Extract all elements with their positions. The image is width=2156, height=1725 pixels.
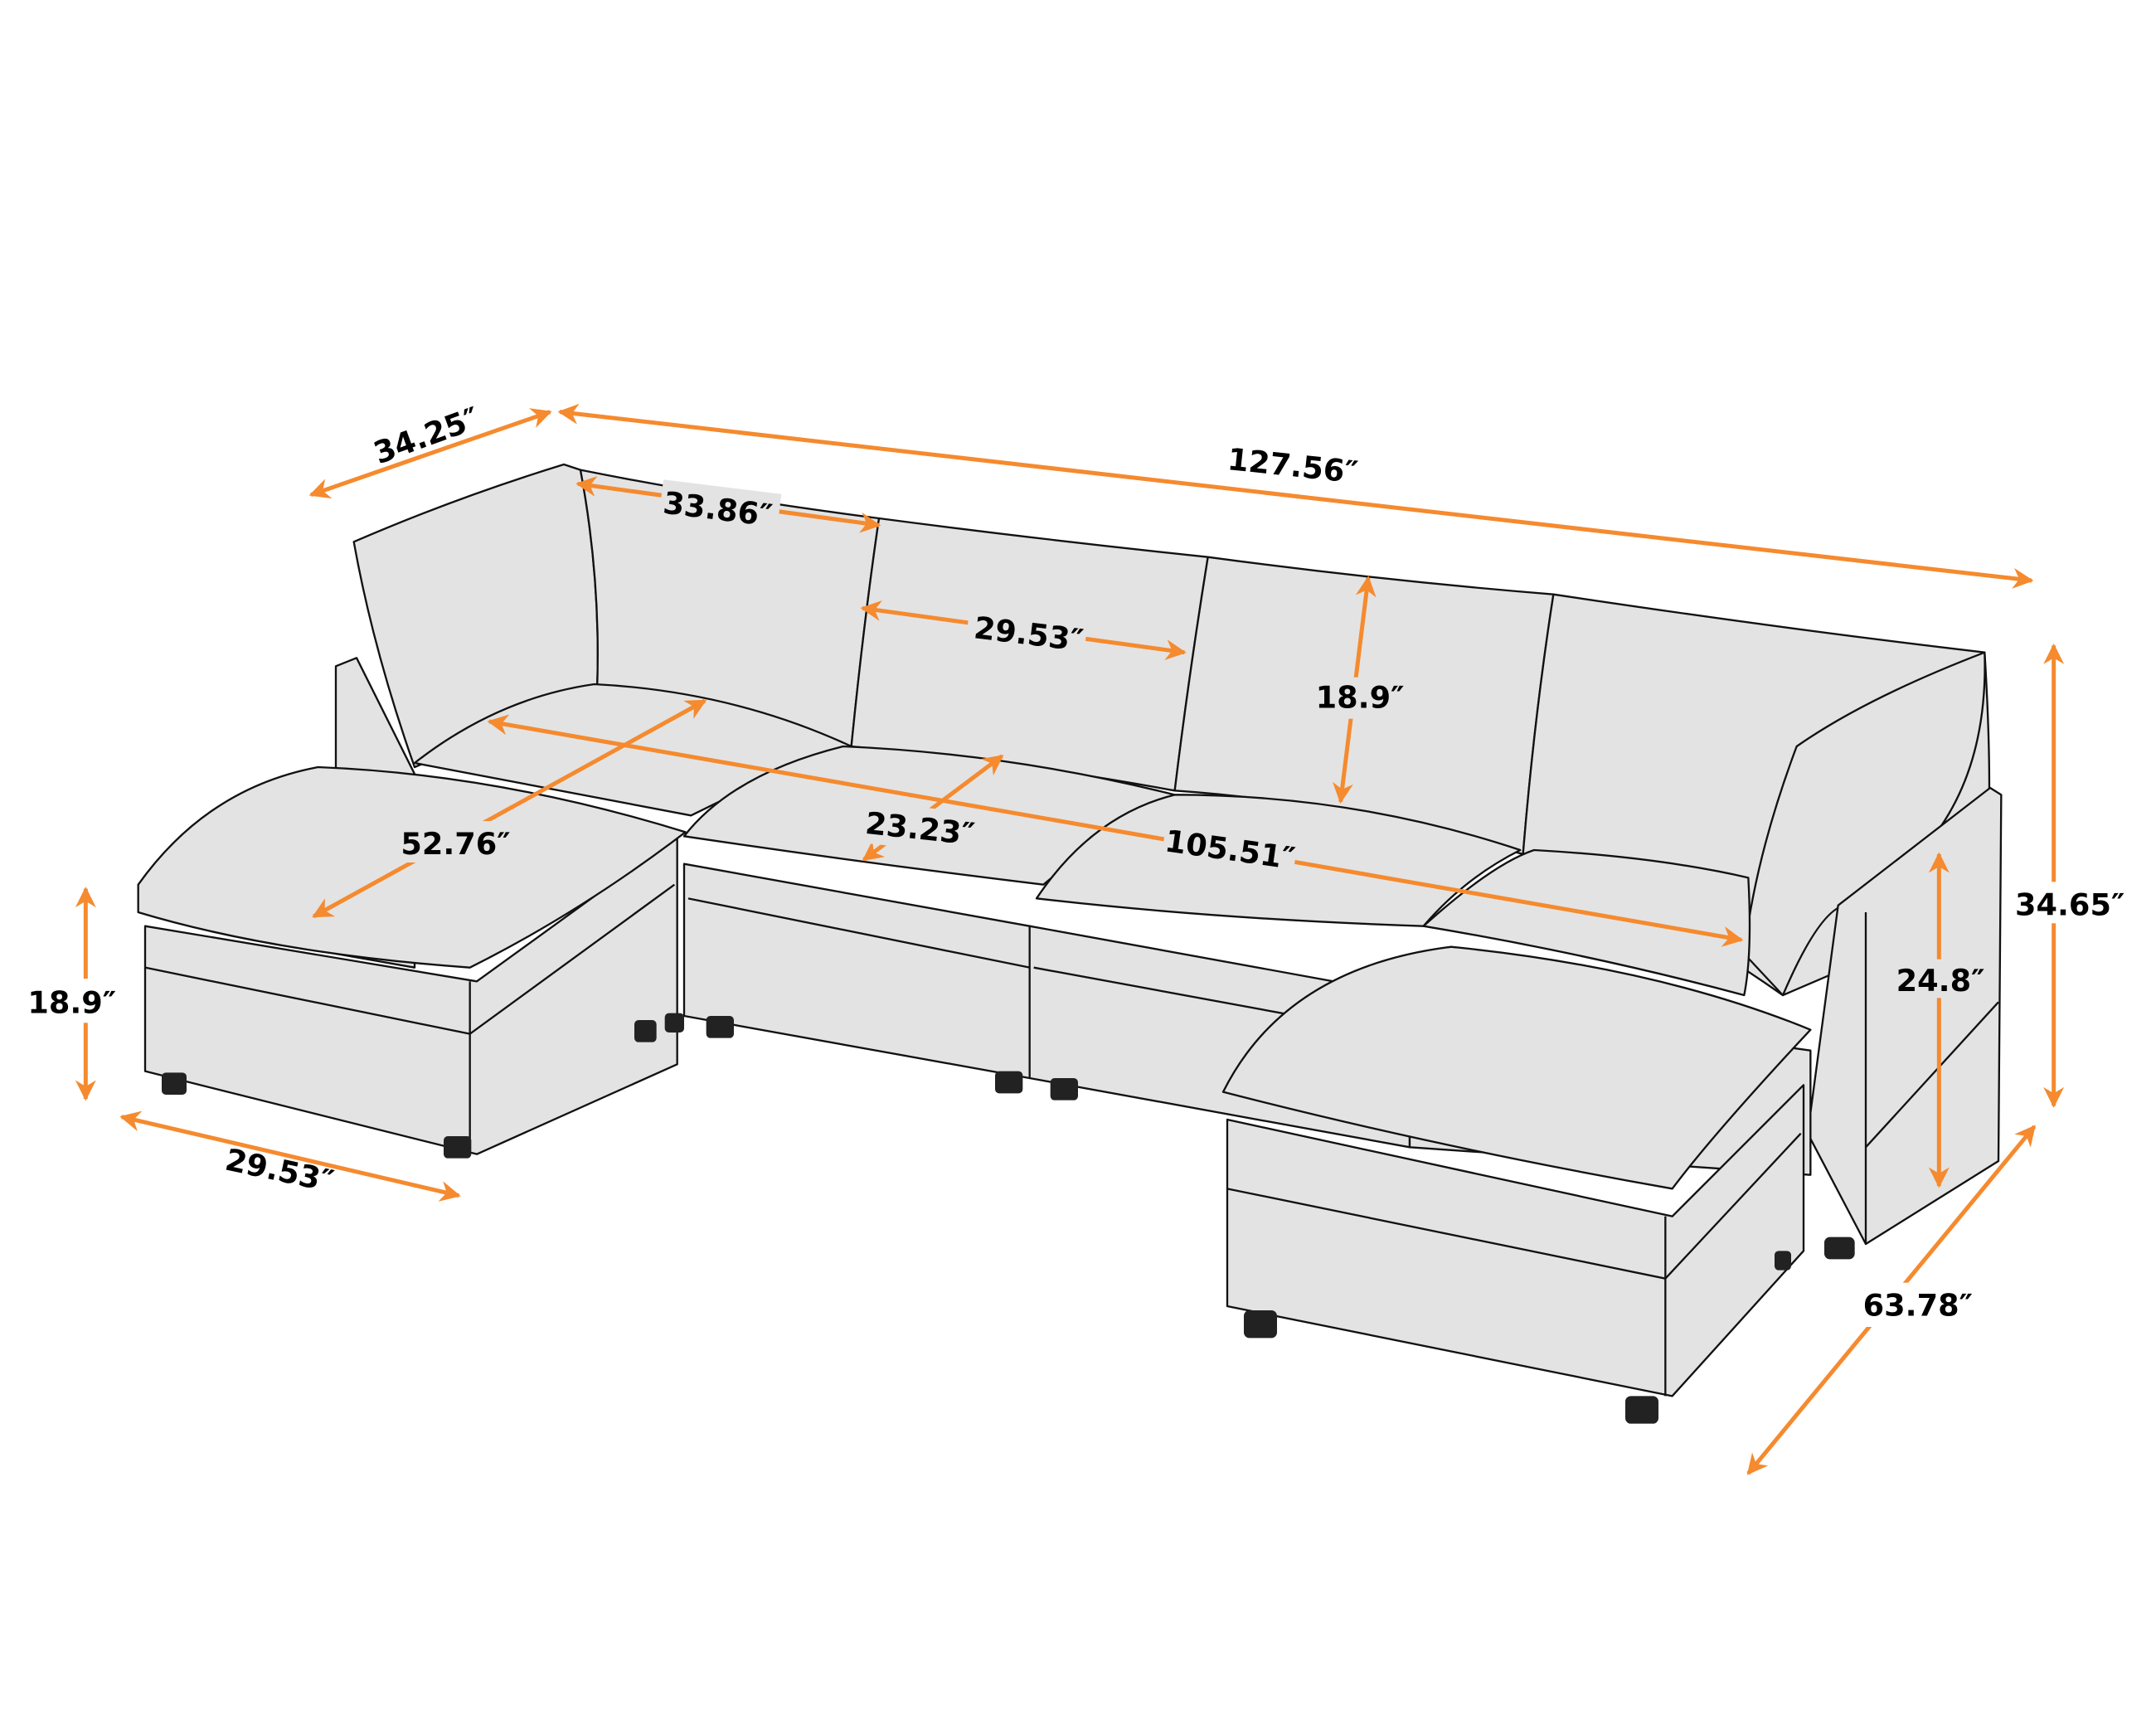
- dim-arrow-seat-depth-side: [308, 408, 552, 499]
- label-overall-depth: 63.78″: [1863, 1288, 1973, 1324]
- label-overall-width: 127.56″: [1226, 441, 1359, 490]
- right-ottoman: [1221, 945, 1855, 1424]
- label-ottoman-height: 18.9″: [27, 985, 116, 1021]
- dim-arrow-seating-length: [487, 714, 1744, 947]
- dimension-labels: 34.25″ 127.56″ 33.86″ 29.53″ 18.9″ 52.76…: [25, 381, 2129, 1327]
- label-overall-height: 34.65″: [2015, 887, 2124, 922]
- label-arm-height: 24.8″: [1896, 963, 1985, 999]
- label-back-height: 18.9″: [1316, 679, 1405, 715]
- label-ottoman-width: 29.53″: [222, 1142, 337, 1200]
- dim-arrow-ottoman-width: [119, 1110, 461, 1202]
- dim-arrow-overall-width: [557, 403, 2034, 589]
- label-ottoman-diagonal: 52.76″: [401, 826, 510, 862]
- sofa-legs: [706, 1016, 1078, 1101]
